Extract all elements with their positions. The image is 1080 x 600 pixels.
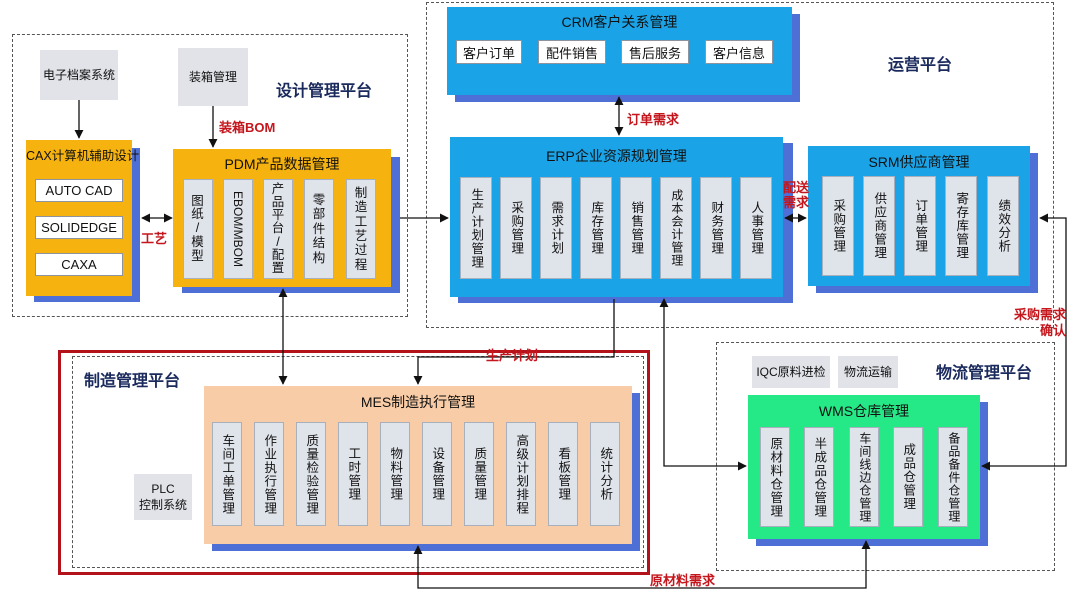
manufacturing-platform-title: 制造管理平台	[84, 373, 181, 390]
wms-item-spare-parts[interactable]: 备品备件仓管理	[938, 427, 968, 527]
pdm-item-drawing-model[interactable]: 图 纸 / 模 型	[183, 179, 213, 279]
wms-item-finished-goods[interactable]: 成品仓管理	[893, 427, 923, 527]
label-purchase-line2: 确认	[1040, 322, 1067, 338]
erp-item-finance[interactable]: 财务管理	[700, 177, 732, 279]
mes-item-advanced-scheduling[interactable]: 高级计划排程	[506, 422, 536, 526]
srm-item-performance[interactable]: 绩效分析	[987, 176, 1019, 276]
crm-item-after-sales[interactable]: 售后服务	[621, 40, 689, 64]
label-material-demand: 原材料需求	[650, 573, 716, 588]
logistics-platform-title: 物流管理平台	[936, 365, 1033, 382]
plc-sublabel: 控制系统	[138, 498, 187, 512]
crm-item-parts-sales[interactable]: 配件销售	[538, 40, 606, 64]
erp-item-cost-accounting[interactable]: 成本会计管理	[660, 177, 692, 279]
mes-item-equipment[interactable]: 设备管理	[422, 422, 452, 526]
srm-title: SRM供应商管理	[868, 154, 970, 170]
srm-panel: SRM供应商管理 采购管理 供应商管理 订单管理 寄存库管理 绩效分析	[808, 146, 1030, 286]
wms-item-raw-material[interactable]: 原材料仓管理	[760, 427, 790, 527]
manufacturing-platform-region	[58, 350, 650, 575]
mes-item-materials[interactable]: 物料管理	[380, 422, 410, 526]
erp-item-purchasing[interactable]: 采购管理	[500, 177, 532, 279]
label-purchase-confirm: 采购需求 确认	[1014, 307, 1066, 338]
plc-label: PLC	[151, 481, 175, 496]
erp-item-hr[interactable]: 人事管理	[740, 177, 772, 279]
packing-management-box: 装箱管理	[178, 48, 248, 106]
pdm-item-ebom-mbom[interactable]: EBOM/MBOM	[223, 179, 253, 279]
label-production-plan: 生产计划	[486, 348, 539, 363]
label-order-demand: 订单需求	[627, 112, 680, 127]
label-craft: 工艺	[141, 231, 168, 246]
mes-item-quality-inspection[interactable]: 质量检验管理	[296, 422, 326, 526]
logistics-transport-box: 物流运输	[838, 356, 898, 388]
cax-item-solidedge[interactable]: SOLIDEDGE	[35, 216, 123, 239]
cax-panel: CAX计算机辅助设计 AUTO CAD SOLIDEDGE CAXA	[26, 140, 140, 296]
label-delivery-line2: 需求	[783, 194, 810, 210]
mes-item-statistics[interactable]: 统计分析	[590, 422, 620, 526]
wms-panel: WMS仓库管理 原材料仓管理 半成品仓管理 车间线边仓管理 成品仓管理 备品备件…	[748, 395, 980, 539]
srm-item-supplier[interactable]: 供应商管理	[863, 176, 895, 276]
mes-item-work-order[interactable]: 车间工单管理	[212, 422, 242, 526]
crm-panel: CRM客户关系管理 客户订单 配件销售 售后服务 客户信息	[447, 7, 792, 95]
crm-item-customer-info[interactable]: 客户信息	[705, 40, 773, 64]
wms-item-semi-finished[interactable]: 半成品仓管理	[804, 427, 834, 527]
srm-item-order[interactable]: 订单管理	[904, 176, 936, 276]
iqc-box: IQC原料进检	[752, 356, 830, 388]
wms-title: WMS仓库管理	[818, 403, 910, 419]
erp-item-demand-planning[interactable]: 需求计划	[540, 177, 572, 279]
design-platform-region	[12, 34, 408, 317]
manufacturing-platform-inner-region	[72, 356, 644, 568]
pdm-item-product-platform[interactable]: 产 品 平 台 / 配 置	[263, 179, 293, 279]
mes-panel: MES制造执行管理 车间工单管理 作业执行管理 质量检验管理 工时管理 物料管理…	[204, 386, 632, 544]
mes-item-quality[interactable]: 质量管理	[464, 422, 494, 526]
erp-panel: ERP企业资源规划管理 生产计划管理 采购管理 需求计划 库存管理 销售管理 成…	[450, 137, 783, 297]
erp-item-production-planning[interactable]: 生产计划管理	[460, 177, 492, 279]
label-packing-bom: 装箱BOM	[219, 120, 276, 135]
pdm-title: PDM产品数据管理	[224, 156, 340, 172]
label-delivery-line1: 配送	[783, 180, 810, 195]
mes-item-work-hours[interactable]: 工时管理	[338, 422, 368, 526]
erp-item-inventory[interactable]: 库存管理	[580, 177, 612, 279]
cax-title: CAX计算机辅助设计	[26, 149, 140, 163]
mes-item-kanban[interactable]: 看板管理	[548, 422, 578, 526]
erp-item-sales[interactable]: 销售管理	[620, 177, 652, 279]
erp-title: ERP企业资源规划管理	[546, 148, 687, 164]
mes-title: MES制造执行管理	[360, 394, 476, 410]
pdm-item-parts-structure[interactable]: 零 部 件 结 构	[304, 179, 334, 279]
operation-platform-title: 运营平台	[888, 57, 953, 74]
srm-item-consignment[interactable]: 寄存库管理	[945, 176, 977, 276]
crm-title: CRM客户关系管理	[561, 14, 678, 30]
cax-item-caxa[interactable]: CAXA	[35, 253, 123, 276]
design-platform-title: 设计管理平台	[276, 83, 373, 100]
pdm-ebom-text: EBOM/MBOM	[231, 190, 246, 268]
electronic-archive-box: 电子档案系统	[40, 50, 118, 100]
label-purchase-line1: 采购需求	[1014, 307, 1067, 322]
pdm-item-manufacturing-process[interactable]: 制 造 工 艺 过 程	[346, 179, 376, 279]
cax-item-autocad[interactable]: AUTO CAD	[35, 179, 123, 202]
plc-control-box: PLC 控制系统	[134, 474, 192, 520]
pdm-panel: PDM产品数据管理 图 纸 / 模 型 EBOM/MBOM 产 品 平 台 / …	[173, 149, 391, 287]
crm-item-customer-order[interactable]: 客户订单	[456, 40, 522, 64]
srm-item-purchasing[interactable]: 采购管理	[822, 176, 854, 276]
wms-item-line-side[interactable]: 车间线边仓管理	[849, 427, 879, 527]
label-delivery-demand: 配送 需求	[783, 180, 810, 211]
mes-item-job-execution[interactable]: 作业执行管理	[254, 422, 284, 526]
